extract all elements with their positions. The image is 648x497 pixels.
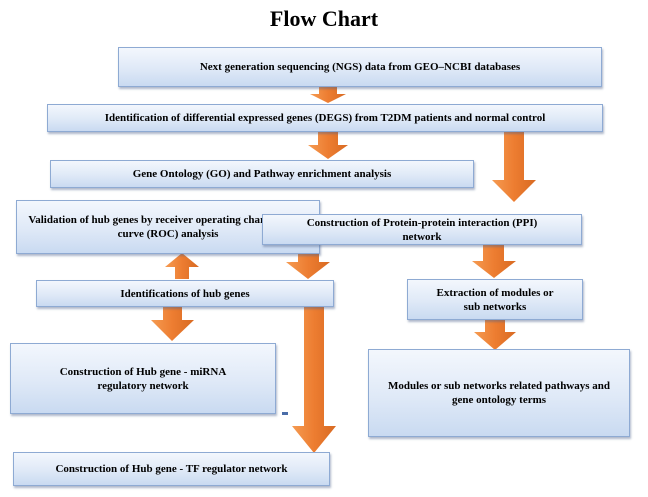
small-marker xyxy=(282,412,288,415)
arrow-modules-to-pathways xyxy=(474,320,516,350)
box-tf-network: Construction of Hub gene - TF regulator … xyxy=(13,452,330,486)
box-degs-identification: Identification of differential expressed… xyxy=(47,104,603,132)
box-ppi-construction: Construction of Protein-protein interact… xyxy=(262,214,582,245)
flow-chart-title: Flow Chart xyxy=(269,6,379,31)
box-modules-pathways-go: Modules or sub networks related pathways… xyxy=(368,349,630,437)
arrow-hub-to-roc xyxy=(165,253,199,279)
arrow-degs-to-go xyxy=(308,132,348,159)
box-modules-extraction: Extraction of modules or sub networks xyxy=(407,279,583,320)
box-ngs-data: Next generation sequencing (NGS) data fr… xyxy=(118,47,602,87)
arrow-degs-to-ppi xyxy=(492,132,536,202)
arrow-ppi-to-modules xyxy=(472,245,516,278)
box-hub-genes: Identifications of hub genes xyxy=(36,280,334,307)
box-go-pathway-enrichment: Gene Ontology (GO) and Pathway enrichmen… xyxy=(50,160,474,188)
arrow-hub-to-mirna xyxy=(151,307,194,341)
arrow-ngs-to-degs xyxy=(310,87,346,103)
arrow-hub-to-tf xyxy=(292,307,336,453)
box-mirna-network: Construction of Hub gene - miRNA regulat… xyxy=(10,343,276,414)
